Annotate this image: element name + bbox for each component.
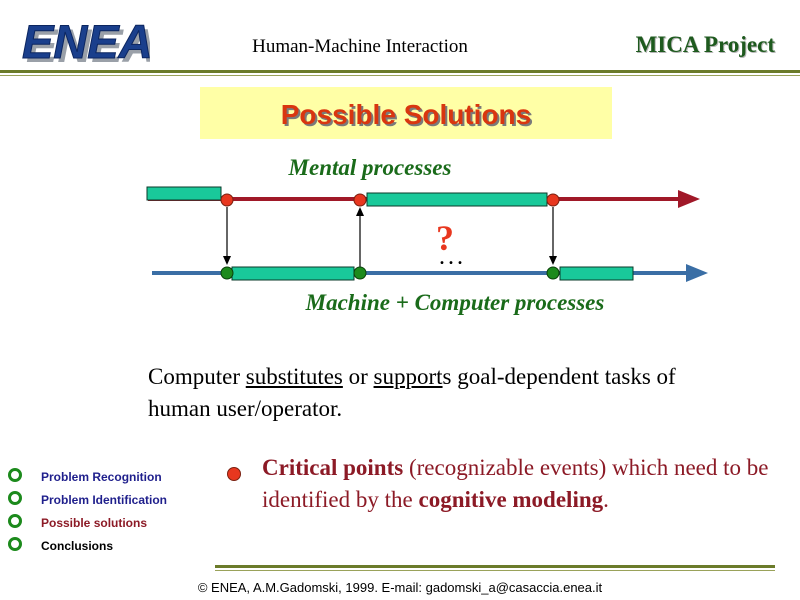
mental-bar-2	[366, 192, 548, 207]
connector-down-1-arrowhead	[223, 256, 231, 265]
nav-item-problem-identification[interactable]: Problem Identification	[8, 491, 218, 514]
machine-bar-1	[231, 266, 355, 281]
nav-label: Problem Identification	[41, 493, 168, 507]
mental-timeline-arrowhead	[678, 190, 700, 208]
machine-event-dot-2	[353, 266, 367, 280]
nav-bullet-icon	[8, 537, 22, 551]
critical-points-end: .	[603, 487, 609, 512]
project-label: MICA Project	[635, 32, 775, 57]
footer-copyright: © ENEA, A.M.Gadomski, 1999. E-mail: gado…	[197, 580, 603, 595]
logo-text: ENEA	[22, 18, 150, 68]
machine-processes-label: Machine + Computer processes	[305, 290, 605, 315]
logo-shadow: ENEA	[26, 19, 150, 68]
ellipsis: . . .	[440, 248, 463, 268]
connector-down-2-arrowhead	[549, 256, 557, 265]
header-title: Human-Machine Interaction	[252, 36, 468, 57]
mental-bar-1	[146, 186, 222, 201]
body-paragraph: Computer substitutes or supports goal-de…	[148, 361, 708, 425]
process-diagram: Mental processes ? . . . Machine + Compu…	[146, 155, 708, 315]
nav-item-problem-recognition[interactable]: Problem Recognition	[8, 468, 218, 491]
mental-event-dot-1	[220, 193, 234, 207]
header-divider-thin	[0, 75, 800, 76]
cognitive-modeling-term: cognitive modeling	[418, 487, 604, 512]
nav-bullet-icon	[8, 468, 22, 482]
nav-label: Conclusions	[41, 539, 114, 553]
supports-word: support	[373, 364, 443, 389]
machine-bar-2	[559, 266, 634, 281]
nav-bullet-icon	[8, 514, 22, 528]
nav-item-conclusions[interactable]: Conclusions	[8, 537, 218, 560]
slide-title: Possible Solutions	[280, 99, 532, 130]
mental-event-dot-3	[546, 193, 560, 207]
title-box	[200, 87, 612, 139]
mental-processes-label: Mental processes	[288, 155, 452, 180]
machine-timeline-arrowhead	[686, 264, 708, 282]
enea-logo-graphic: ENEA ENEA	[22, 15, 157, 73]
header-divider	[0, 70, 800, 73]
mental-event-dot-2	[353, 193, 367, 207]
critical-points-text: Critical points (recognizable events) wh…	[262, 452, 797, 516]
nav-item-possible-solutions[interactable]: Possible solutions	[8, 514, 218, 537]
body-text-mid: or	[342, 364, 374, 389]
body-text-pre: Computer	[148, 364, 246, 389]
body-text-post: s goal-dependent tasks of human user/ope…	[148, 364, 676, 421]
critical-points-desc: (recognizable events) which need to be i…	[262, 455, 769, 512]
red-bullet-icon	[227, 467, 241, 481]
nav-label: Problem Recognition	[41, 470, 162, 484]
question-mark: ?	[436, 218, 454, 258]
enea-logo: ENEA ENEA	[22, 15, 157, 73]
nav-bullet-icon	[8, 491, 22, 505]
machine-event-dot-1	[220, 266, 234, 280]
critical-points-term: Critical points	[262, 455, 404, 480]
footer-divider	[215, 565, 775, 568]
slide-navigation: Problem Recognition Problem Identificati…	[8, 468, 218, 560]
footer-divider-thin	[215, 570, 775, 571]
substitutes-word: substitutes	[245, 364, 343, 389]
machine-event-dot-3	[546, 266, 560, 280]
connector-up-arrowhead	[356, 207, 364, 216]
nav-label: Possible solutions	[41, 516, 148, 530]
